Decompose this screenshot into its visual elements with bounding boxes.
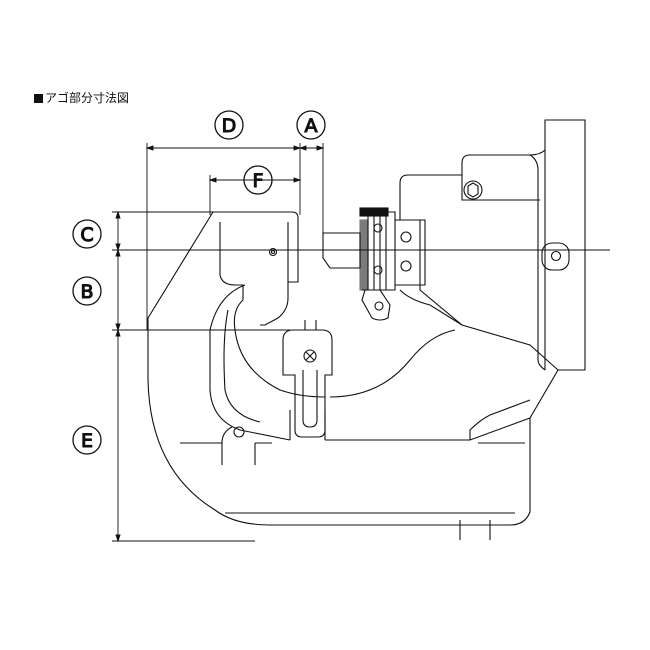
dimension-lines	[112, 143, 325, 543]
stripper-lever	[282, 320, 333, 438]
figure-caption: アゴ部分寸法図	[34, 89, 129, 106]
dimension-letter-b: B	[80, 281, 93, 303]
dimension-letter-d: D	[222, 115, 237, 137]
dimension-label-a: A	[296, 110, 326, 140]
dimension-label-c: C	[72, 219, 102, 249]
dimension-letter-f: F	[253, 170, 264, 192]
body-fasteners	[233, 180, 570, 438]
dimension-label-f: F	[243, 165, 273, 195]
dimension-label-e: E	[72, 425, 102, 455]
punch-ram	[322, 207, 426, 321]
dimension-letter-c: C	[80, 224, 93, 246]
black-square-bullet-icon	[34, 94, 43, 103]
dimension-label-d: D	[214, 110, 244, 140]
die-holder	[213, 211, 299, 326]
caption-text: アゴ部分寸法図	[45, 91, 130, 105]
dimension-letter-a: A	[305, 115, 318, 137]
dimension-letter-e: E	[81, 430, 93, 452]
dimension-label-b: B	[72, 276, 102, 306]
